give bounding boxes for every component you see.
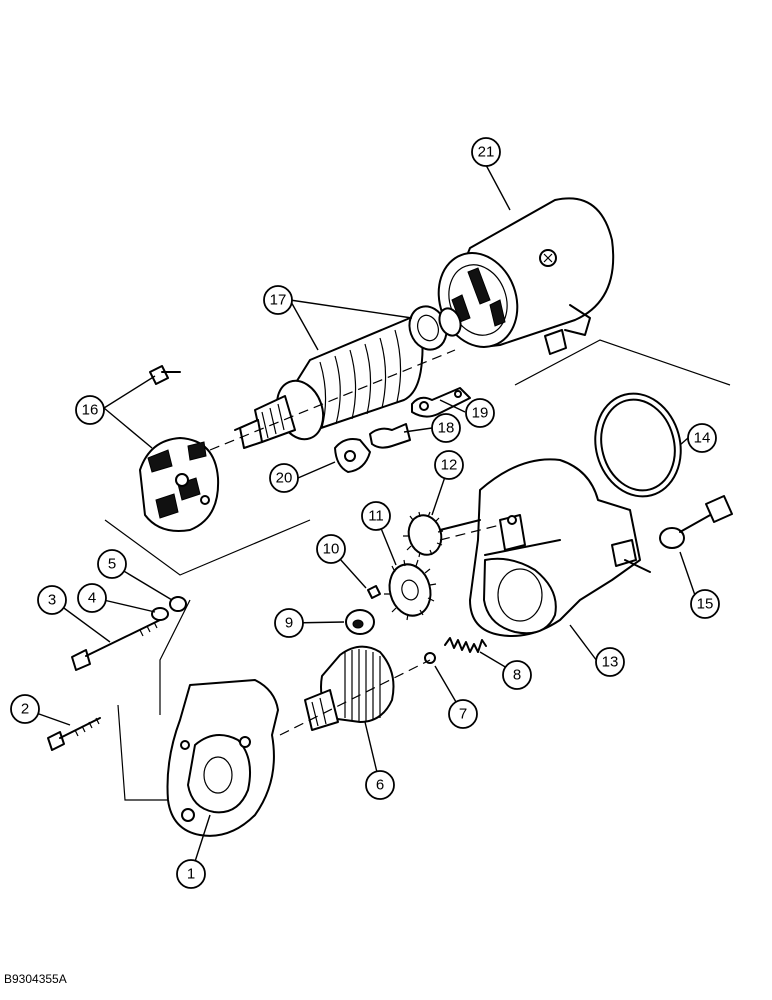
callout-3: 3 — [37, 585, 67, 615]
svg-text:18: 18 — [438, 420, 455, 437]
callout-10: 10 — [316, 534, 346, 564]
svg-text:6: 6 — [376, 777, 384, 794]
through-bolt-long — [71, 619, 161, 671]
svg-text:1: 1 — [187, 866, 195, 883]
return-spring — [444, 637, 487, 653]
callout-2: 2 — [10, 694, 40, 724]
svg-text:17: 17 — [270, 292, 287, 309]
callout-17: 17 — [263, 285, 293, 315]
svg-text:15: 15 — [697, 596, 714, 613]
svg-text:13: 13 — [602, 654, 619, 671]
callout-8: 8 — [502, 660, 532, 690]
callout-13: 13 — [595, 647, 625, 677]
assembly-centerlines — [104, 339, 731, 801]
callout-6: 6 — [365, 770, 395, 800]
svg-text:14: 14 — [694, 430, 711, 447]
callout-18: 18 — [431, 413, 461, 443]
callout-11: 11 — [361, 501, 391, 531]
pinion-gear — [384, 559, 437, 621]
svg-text:8: 8 — [513, 667, 521, 684]
brush-holder-plate — [139, 365, 220, 532]
terminal-bracket — [411, 387, 471, 418]
gear-pin — [367, 585, 381, 599]
callout-14: 14 — [687, 423, 717, 453]
mounting-bolt-short — [47, 717, 101, 751]
idler-gear — [403, 511, 481, 558]
steel-ball — [424, 652, 436, 664]
flat-washer — [169, 596, 187, 612]
svg-text:12: 12 — [441, 457, 458, 474]
svg-text:2: 2 — [21, 701, 29, 718]
armature — [234, 305, 462, 449]
drive-end-housing — [166, 679, 279, 837]
callout-9: 9 — [274, 608, 304, 638]
brush-spring-clip — [369, 423, 411, 449]
callout-20: 20 — [269, 463, 299, 493]
retainer-bushing — [345, 609, 375, 635]
svg-text:16: 16 — [82, 402, 99, 419]
drive-clutch-assembly — [304, 645, 395, 731]
drive-housing — [469, 458, 651, 637]
svg-text:21: 21 — [478, 144, 495, 161]
solenoid-plunger — [659, 495, 733, 549]
svg-text:10: 10 — [323, 541, 340, 558]
callout-1: 1 — [176, 859, 206, 889]
svg-text:4: 4 — [88, 590, 96, 607]
lock-washer — [151, 607, 169, 621]
svg-text:3: 3 — [48, 592, 56, 609]
callout-7: 7 — [448, 699, 478, 729]
figure-reference-code: B9304355A — [4, 972, 67, 986]
svg-text:9: 9 — [285, 615, 293, 632]
svg-text:11: 11 — [368, 508, 384, 525]
svg-text:20: 20 — [276, 470, 293, 487]
callout-16: 16 — [75, 395, 105, 425]
field-frame-housing — [437, 197, 615, 355]
callout-21: 21 — [471, 137, 501, 167]
svg-text:7: 7 — [459, 706, 467, 723]
callout-12: 12 — [434, 450, 464, 480]
callout-4: 4 — [77, 583, 107, 613]
callout-5: 5 — [97, 549, 127, 579]
svg-text:5: 5 — [108, 556, 116, 573]
o-ring-seal — [594, 392, 682, 498]
callout-15: 15 — [690, 589, 720, 619]
callout-19: 19 — [465, 398, 495, 428]
svg-text:19: 19 — [472, 405, 489, 422]
brush-plate-washer — [334, 438, 371, 473]
